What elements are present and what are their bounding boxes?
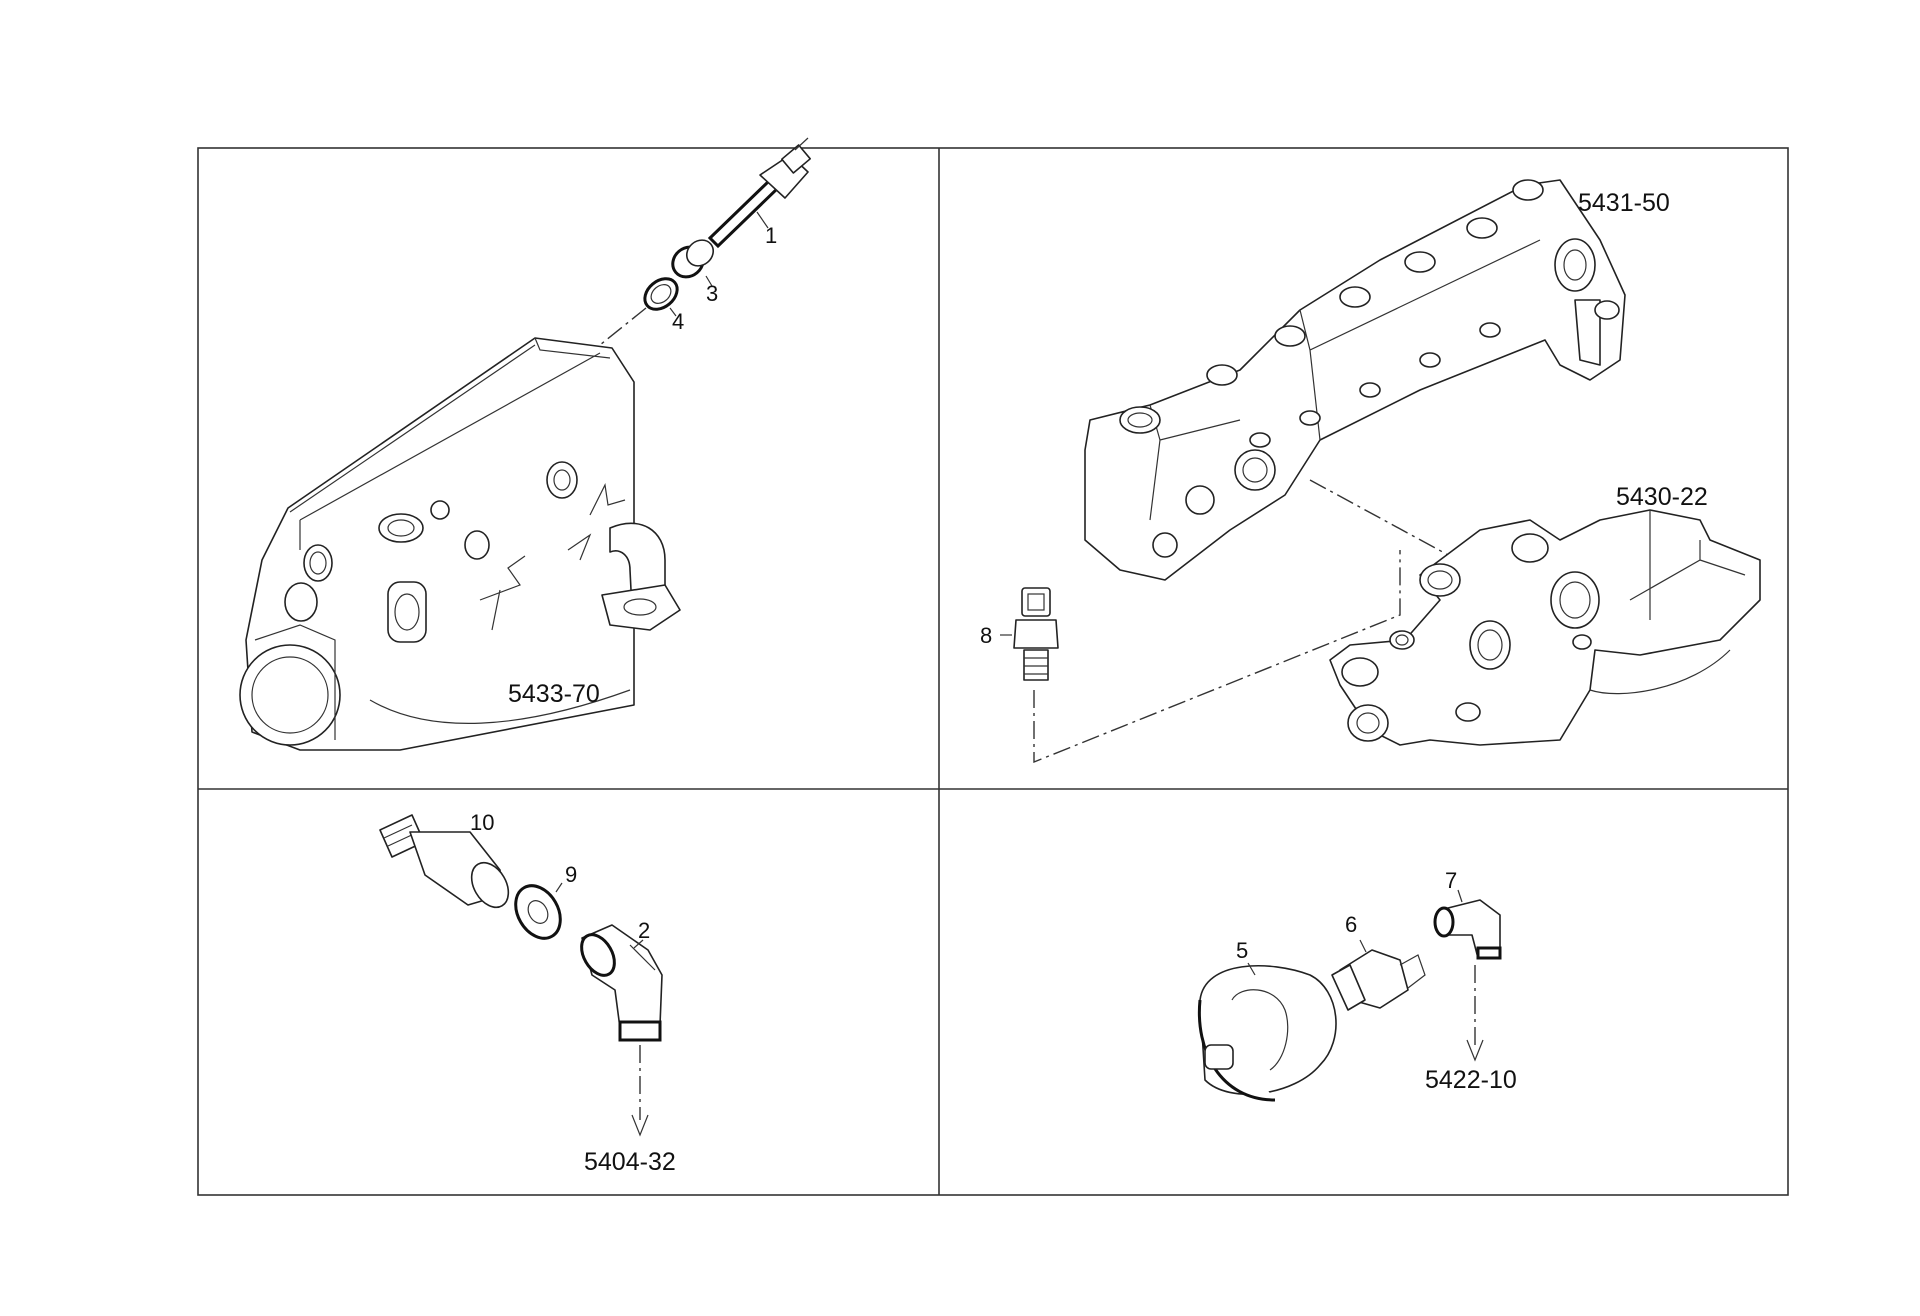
diagram-grid [197, 147, 1789, 1196]
part-number-4: 4 [672, 309, 684, 334]
leader-4 [669, 307, 677, 317]
pressure-sensor-part-8 [1013, 587, 1059, 681]
leader-3 [705, 275, 713, 287]
oil-filter-head-illustration [1329, 509, 1761, 746]
part-number-7: 7 [1445, 868, 1457, 893]
part-number-9: 9 [565, 862, 577, 887]
sender-part-10 [379, 814, 510, 909]
ref-code-filter-head: 5430-22 [1616, 483, 1708, 511]
leader-6 [1359, 939, 1367, 953]
part-number-6: 6 [1345, 912, 1357, 937]
elbow-fitting-part-7 [1433, 899, 1502, 960]
cell-bottom-right: 5 6 7 5422-10 [1197, 868, 1517, 1102]
assembly-line-1 [599, 307, 647, 346]
washer-part-9 [514, 884, 562, 940]
washer-part-4 [643, 277, 679, 311]
engine-block-illustration [239, 337, 681, 751]
elbow-fitting-part-2 [580, 924, 663, 1042]
arrow-fitting [1466, 1039, 1484, 1062]
arrow-elbow [631, 1114, 649, 1137]
ref-code-fitting: 5422-10 [1425, 1066, 1517, 1094]
leader-1 [756, 211, 769, 229]
leader-2 [633, 939, 644, 949]
part-number-2: 2 [638, 918, 650, 943]
leader-9 [555, 882, 563, 893]
leader-5 [1247, 962, 1256, 976]
part-number-3: 3 [706, 281, 718, 306]
filter-part-5 [1197, 964, 1337, 1102]
cell-top-left: 1 3 4 5433-70 [239, 137, 812, 751]
outer-frame [197, 147, 1789, 1196]
oil-manifold-illustration [1084, 179, 1626, 581]
ref-code-manifold: 5431-50 [1578, 189, 1670, 217]
ref-code-elbow: 5404-32 [584, 1148, 676, 1176]
part-number-1: 1 [765, 223, 777, 248]
cell-top-right: 8 5431-50 5430-22 [980, 179, 1761, 764]
part-number-10: 10 [470, 810, 494, 835]
adaptor-part-3 [671, 239, 715, 279]
part-number-5: 5 [1236, 938, 1248, 963]
ref-code-engine-block: 5433-70 [508, 680, 600, 708]
cell-bottom-left: 10 9 2 5404-32 [379, 810, 676, 1176]
leader-7 [1457, 889, 1463, 903]
assembly-line-manifold [1309, 479, 1451, 557]
sensor-part-1 [707, 137, 812, 249]
part-number-8: 8 [980, 623, 992, 648]
adaptor-part-6 [1331, 949, 1426, 1011]
assembly-line-sensor-8 [1033, 550, 1401, 764]
